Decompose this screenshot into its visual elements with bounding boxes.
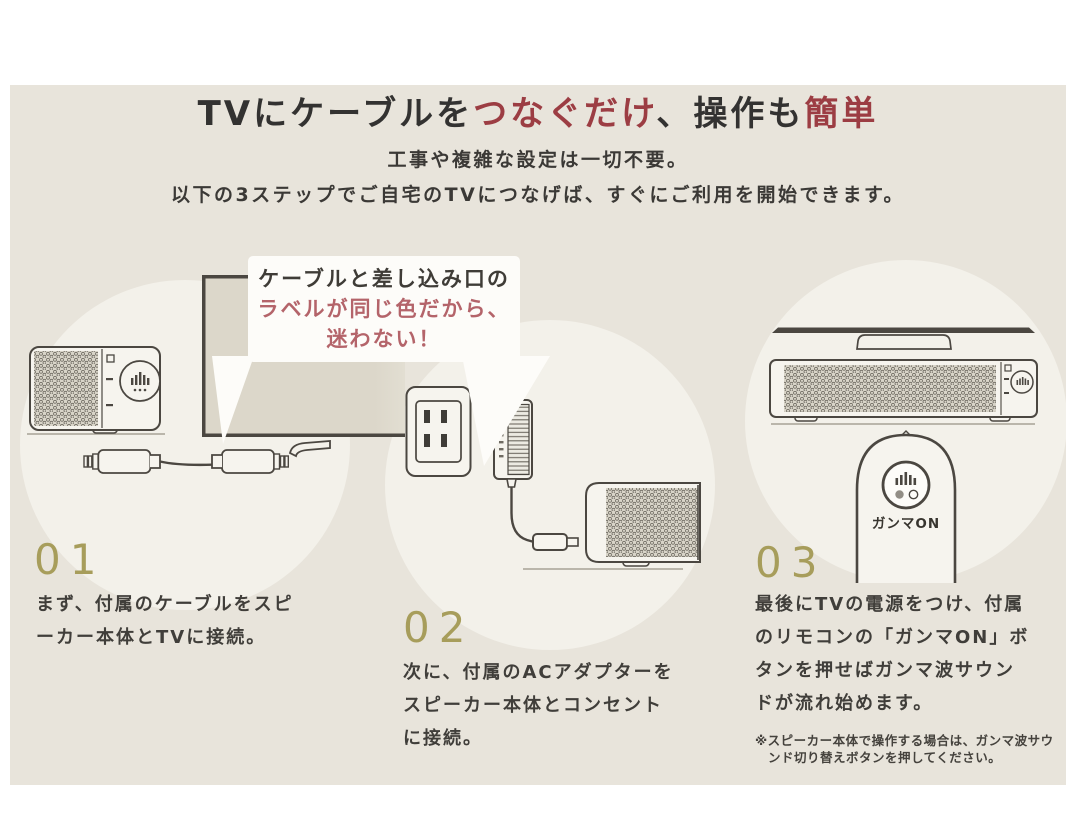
- content-panel: TVにケーブルをつなぐだけ、操作も簡単 工事や複雑な設定は一切不要。 以下の3ス…: [10, 85, 1066, 785]
- soundbar-speaker: [769, 359, 1038, 425]
- speaker-partial: [523, 482, 701, 570]
- sound-wave-icon: [895, 472, 917, 485]
- audio-cable: [83, 449, 289, 474]
- step3-illustration: ガンマON: [769, 327, 1038, 583]
- tv-stand: [856, 334, 952, 350]
- step1-number: 01: [34, 535, 106, 584]
- subtitle-line2: 以下の3ステップでご自宅のTVにつなげば、すぐにご利用を開始できます。: [170, 184, 906, 206]
- power-cable: [510, 487, 535, 544]
- step1-illustration: [27, 346, 289, 474]
- step2-number: 02: [403, 603, 475, 652]
- tv-left-edge: [202, 275, 206, 437]
- dc-plug: [532, 533, 568, 551]
- speech-bubble: ケーブルと差し込み口の ラベルが同じ色だから、 迷わない！: [248, 256, 520, 362]
- tv-stand: [288, 440, 331, 458]
- page-title: TVにケーブルをつなぐだけ、操作も簡単: [10, 86, 1066, 135]
- sound-wave-icon: [131, 372, 150, 392]
- step2-text: 次に、付属のACアダプターを スピーカー本体とコンセント に接続。: [403, 662, 674, 749]
- step3-text: 最後にTVの電源をつけ、付属 のリモコンの「ガンマON」ボ タンを押せばガンマ波…: [755, 594, 1030, 714]
- title-part-dark2: 、操作も: [656, 94, 805, 134]
- dc-plug-tip: [566, 537, 579, 547]
- step3-number: 03: [755, 538, 827, 587]
- speaker-mesh: [606, 488, 698, 557]
- step1-text: まず、付属のケーブルをスピ ーカー本体とTVに接続。: [36, 594, 294, 648]
- adapter-neck: [506, 478, 517, 488]
- tv-bottom-edge: [772, 327, 1035, 333]
- speaker-mode-icon: [106, 354, 115, 363]
- title-part-dark: TVにケーブルを: [197, 94, 474, 134]
- sound-wave-icon-small: [1016, 377, 1029, 385]
- step2-illustration: [405, 386, 701, 570]
- title-part-red: つなぐだけ: [473, 94, 657, 134]
- subtitle-line1: 工事や複雑な設定は一切不要。: [387, 149, 689, 171]
- soundbar-mesh: [784, 365, 996, 412]
- remote-button-label: ガンマON: [872, 516, 940, 532]
- bubble-line1: ケーブルと差し込み口の: [258, 267, 510, 291]
- bubble-line2: ラベルが同じ色だから、: [257, 297, 511, 321]
- soundbar-mode-icon: [1004, 364, 1012, 372]
- title-part-red2: 簡単: [804, 94, 879, 134]
- tv-bottom-edge: [202, 433, 405, 437]
- wall-outlet-icon: [405, 386, 472, 477]
- speaker-mesh: [34, 351, 98, 426]
- remote-control: ガンマON: [855, 430, 957, 583]
- step3-note: ※スピーカー本体で操作する場合は、ガンマ波サウ ンド切り替えボタンを押してくださ…: [755, 733, 1054, 765]
- bubble-line3: 迷わない！: [326, 327, 442, 351]
